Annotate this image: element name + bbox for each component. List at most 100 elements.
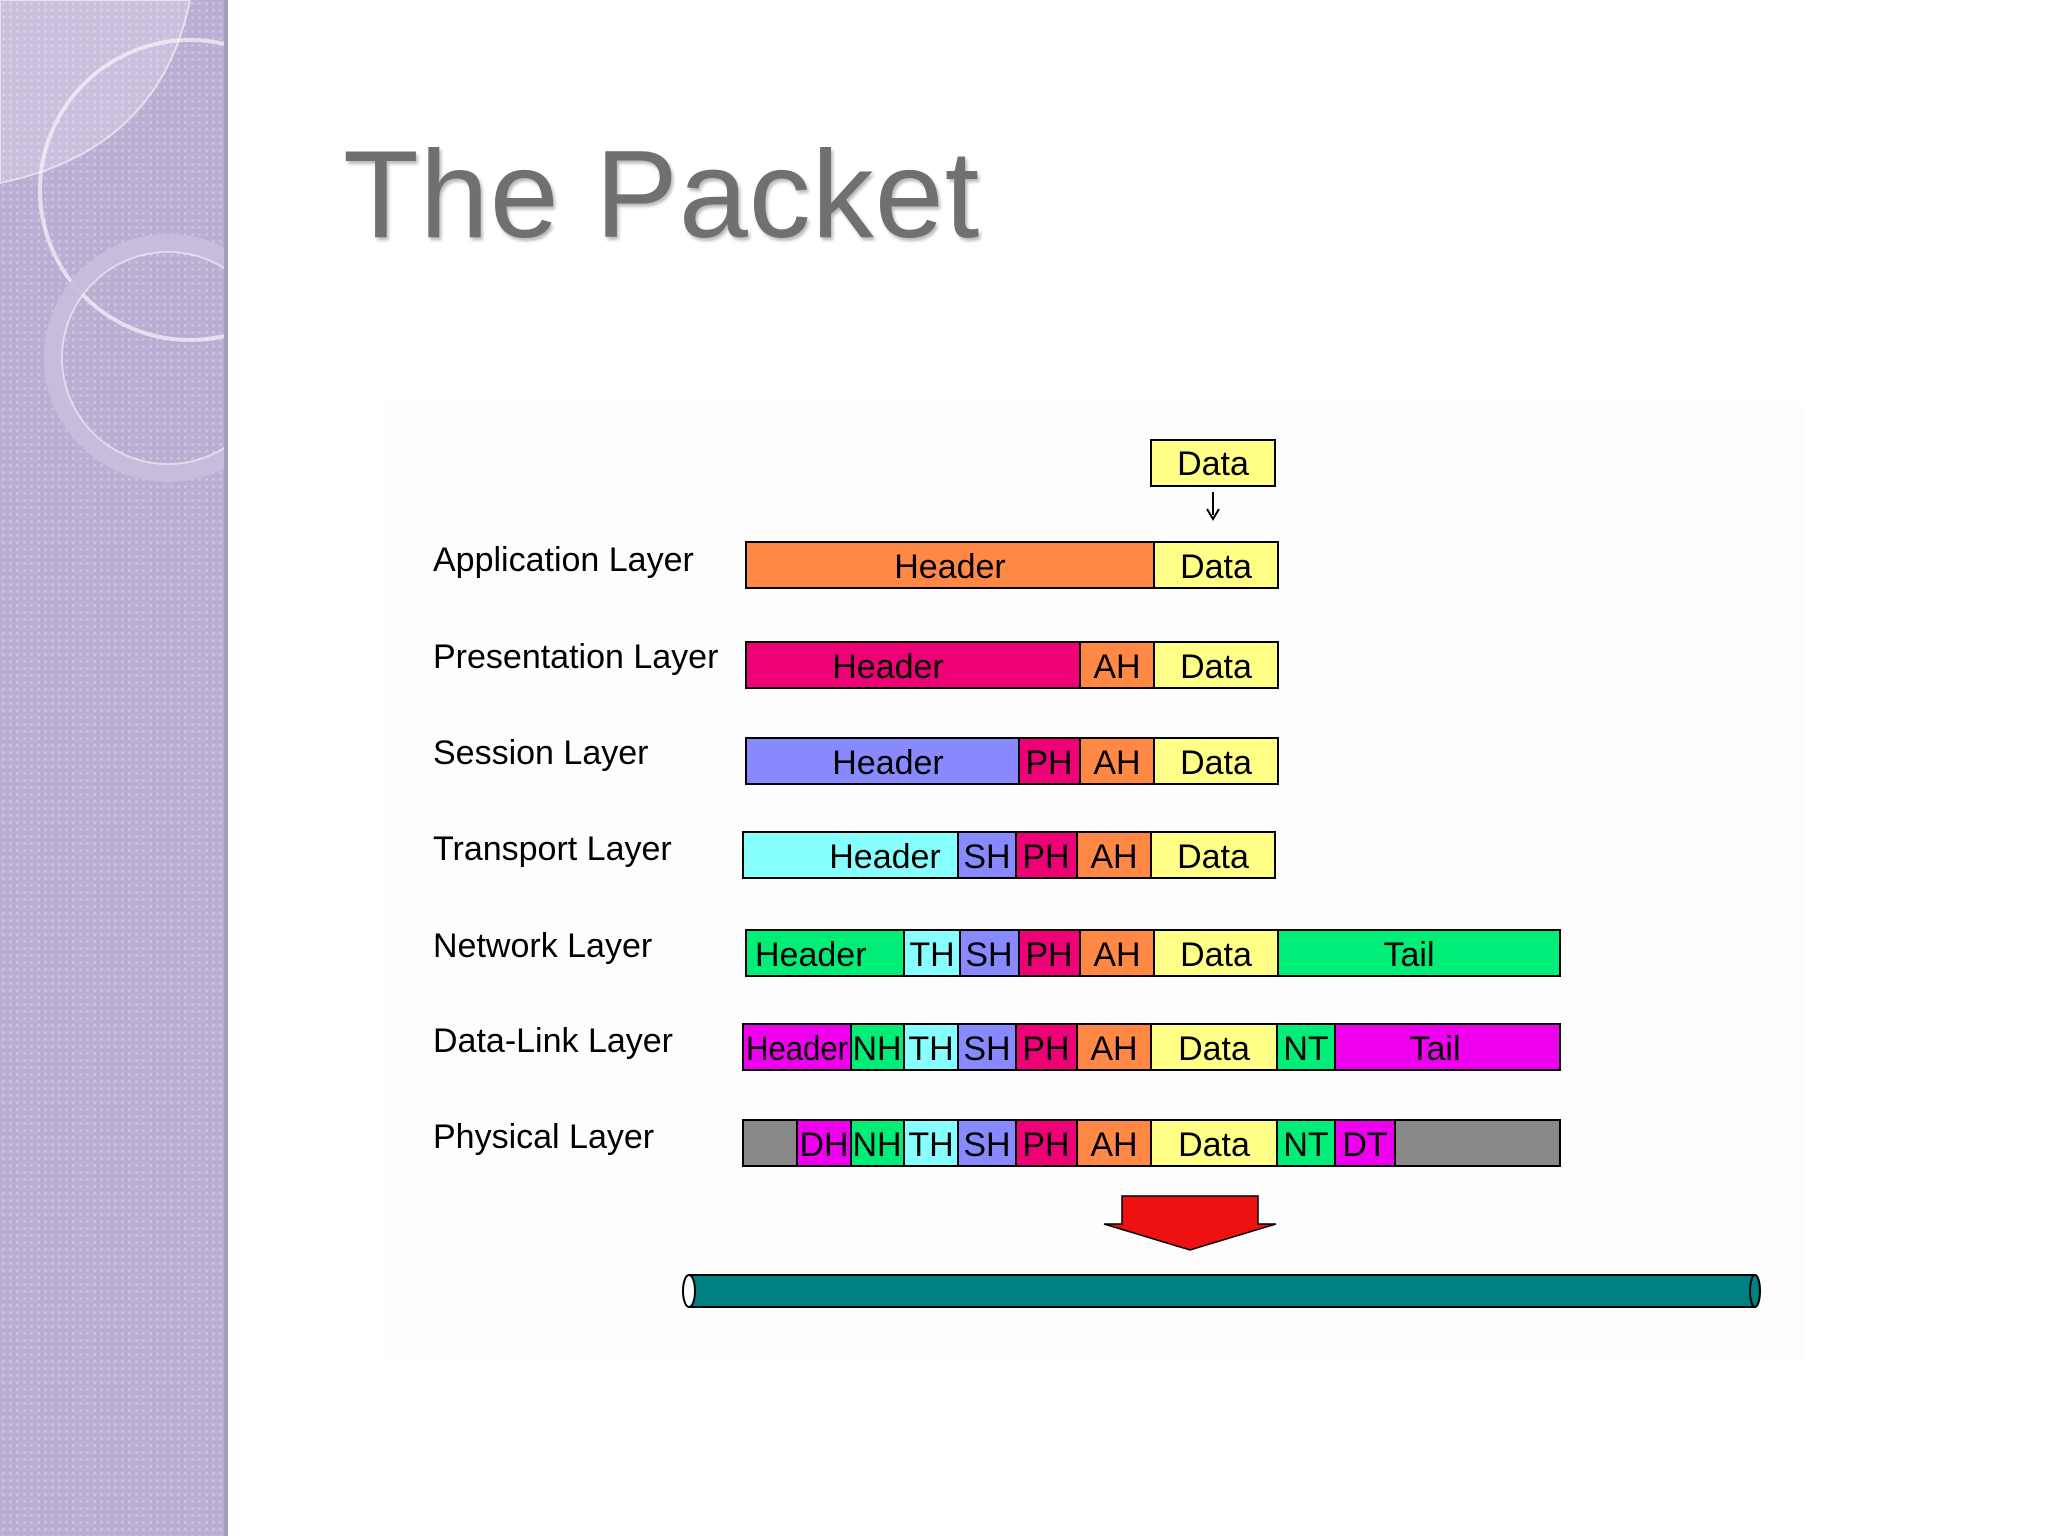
segment-data <box>1150 831 1276 879</box>
segment-nt <box>1276 1023 1336 1071</box>
segment-label: TH <box>909 936 954 974</box>
segment-ph <box>1018 929 1081 977</box>
segment-data <box>1153 541 1279 589</box>
segment-data <box>1150 1119 1278 1167</box>
segment-label: Data <box>1178 1126 1250 1164</box>
data-link-layer-row: Header NH TH SH PH AH Data NT Tail <box>742 1023 1561 1071</box>
segment-label: AH <box>1093 744 1140 782</box>
segment-nt <box>1276 1119 1336 1167</box>
segment-ah <box>1079 641 1155 689</box>
sidebar-edge <box>224 0 228 1536</box>
physical-layer-row: DH NH TH SH PH AH Data NT DT <box>742 1119 1561 1167</box>
segment-label: AH <box>1093 648 1140 686</box>
segment-label: Header <box>832 744 944 782</box>
segment-label: PH <box>1022 1030 1069 1068</box>
sidebar-ring-small <box>44 234 228 482</box>
red-down-arrow-icon <box>1103 1195 1277 1251</box>
segment-padding-right <box>1394 1119 1561 1167</box>
segment-label: Header <box>832 648 944 686</box>
segment-label: DT <box>1342 1126 1387 1164</box>
segment-label: Header <box>755 936 867 974</box>
segment-header <box>742 831 959 879</box>
layer-label-transport: Transport Layer <box>433 830 672 868</box>
segment-ah <box>1076 1119 1152 1167</box>
segment-label: SH <box>963 1030 1010 1068</box>
segment-data <box>1153 929 1279 977</box>
segment-label: PH <box>1022 1126 1069 1164</box>
segment-th <box>903 1023 959 1071</box>
segment-label: AH <box>1093 936 1140 974</box>
segment-label: PH <box>1025 936 1072 974</box>
segment-label: Header <box>829 838 941 876</box>
top-data-label: Data <box>1177 445 1249 483</box>
segment-label: Data <box>1180 744 1252 782</box>
cable-right-end <box>1749 1274 1761 1308</box>
segment-header <box>745 929 905 977</box>
segment-nh <box>850 1023 905 1071</box>
segment-header <box>745 541 1155 589</box>
segment-label: Data <box>1177 838 1249 876</box>
segment-label: DH <box>799 1126 848 1164</box>
transport-layer-row: Header SH PH AH Data <box>742 831 1276 879</box>
layer-label-data-link: Data-Link Layer <box>433 1022 673 1060</box>
presentation-layer-row: Header AH Data <box>745 641 1279 689</box>
segment-label: SH <box>963 1126 1010 1164</box>
segment-header <box>742 1023 852 1071</box>
segment-tail <box>1334 1023 1561 1071</box>
segment-label: Data <box>1180 548 1252 586</box>
segment-ah <box>1076 831 1152 879</box>
segment-label: SH <box>963 838 1010 876</box>
segment-label: NT <box>1283 1126 1328 1164</box>
segment-label: Data <box>1180 648 1252 686</box>
segment-sh <box>959 929 1020 977</box>
segment-nh <box>850 1119 905 1167</box>
segment-label: NH <box>852 1030 901 1068</box>
segment-ph <box>1018 737 1081 785</box>
segment-padding-left <box>742 1119 798 1167</box>
segment-label: Header <box>746 1030 848 1068</box>
decorative-sidebar <box>0 0 228 1536</box>
segment-label: Tail <box>1383 936 1434 974</box>
session-layer-row: Header PH AH Data <box>745 737 1279 785</box>
decorative-circles <box>0 0 228 482</box>
segment-label: PH <box>1022 838 1069 876</box>
segment-header <box>745 641 1081 689</box>
cable-left-end <box>682 1274 696 1308</box>
segment-sh <box>957 1119 1017 1167</box>
packet-encapsulation-diagram: Data Application Layer Presentation Laye… <box>383 402 1803 1362</box>
segment-data <box>1153 641 1279 689</box>
sidebar-ring-small-highlight <box>61 251 228 465</box>
segment-data <box>1150 1023 1278 1071</box>
layer-label-application: Application Layer <box>433 541 694 579</box>
sidebar-leaf-shape <box>0 0 192 185</box>
segment-label: NT <box>1283 1030 1328 1068</box>
segment-label: Data <box>1178 1030 1250 1068</box>
down-arrow-icon <box>1206 492 1220 521</box>
segment-label: NH <box>852 1126 901 1164</box>
segment-label: AH <box>1090 838 1137 876</box>
segment-data <box>1153 737 1279 785</box>
segment-label: SH <box>965 936 1012 974</box>
layer-label-network: Network Layer <box>433 927 652 965</box>
segment-label: Tail <box>1409 1030 1460 1068</box>
application-layer-row: Header Data <box>745 541 1279 589</box>
segment-sh <box>957 831 1017 879</box>
segment-ph <box>1015 831 1078 879</box>
segment-th <box>903 929 961 977</box>
network-layer-row: Header TH SH PH AH Data Tail <box>745 929 1561 977</box>
sidebar-ring-large <box>38 38 228 342</box>
segment-label: TH <box>908 1126 953 1164</box>
segment-label: Data <box>1180 936 1252 974</box>
layer-label-physical: Physical Layer <box>433 1118 654 1156</box>
segment-label: AH <box>1090 1126 1137 1164</box>
segment-label: PH <box>1025 744 1072 782</box>
segment-label: Header <box>894 548 1006 586</box>
layer-label-presentation: Presentation Layer <box>433 638 718 676</box>
segment-label: AH <box>1090 1030 1137 1068</box>
transmission-medium-cable <box>682 1274 1761 1308</box>
top-data-box: Data <box>1150 439 1276 487</box>
segment-label: TH <box>908 1030 953 1068</box>
slide-title: The Packet <box>343 126 981 264</box>
segment-sh <box>957 1023 1017 1071</box>
